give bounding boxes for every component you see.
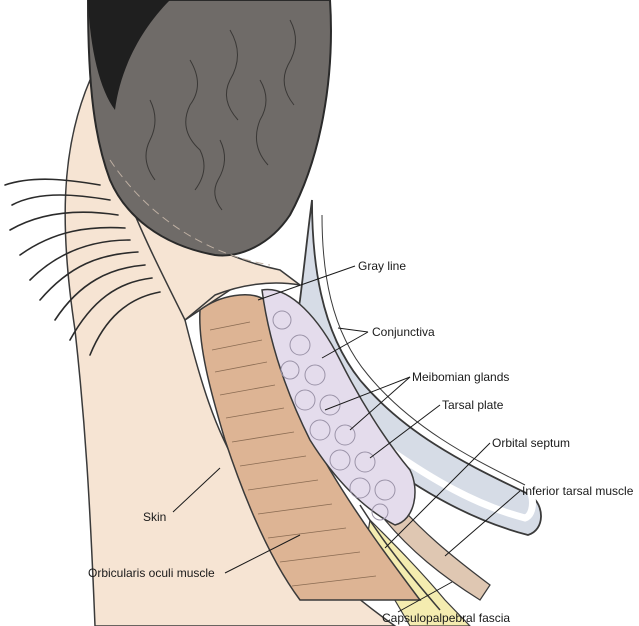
leader-lines: [172, 265, 521, 613]
label-inferior-tarsal-muscle: Inferior tarsal muscle: [522, 484, 634, 498]
label-capsulopalpebral-fascia: Capsulopalpebral fascia: [382, 611, 511, 625]
skin-fold-line: [109, 159, 271, 266]
label-skin: Skin: [143, 510, 167, 524]
conjunctiva-line: [321, 214, 526, 486]
dark-eyeball-edge: [88, 0, 170, 110]
muscle-fibers: [209, 321, 377, 587]
label-tarsal-plate: Tarsal plate: [442, 398, 504, 412]
label-orbital-septum: Orbital septum: [492, 436, 571, 450]
eyeball-texture: [145, 19, 296, 211]
label-gray-line: Gray line: [358, 259, 407, 273]
meibomian-glands: [272, 310, 396, 521]
label-meibomian-glands: Meibomian glands: [412, 370, 510, 384]
inferior-tarsal-muscle: [384, 498, 491, 601]
orbital-septum: [359, 504, 441, 611]
label-conjunctiva: Conjunctiva: [372, 325, 435, 339]
label-orbicularis-oculi-muscle: Orbicularis oculi muscle: [88, 566, 215, 580]
eyeball: [86, 0, 332, 257]
eyelashes: [4, 178, 161, 356]
